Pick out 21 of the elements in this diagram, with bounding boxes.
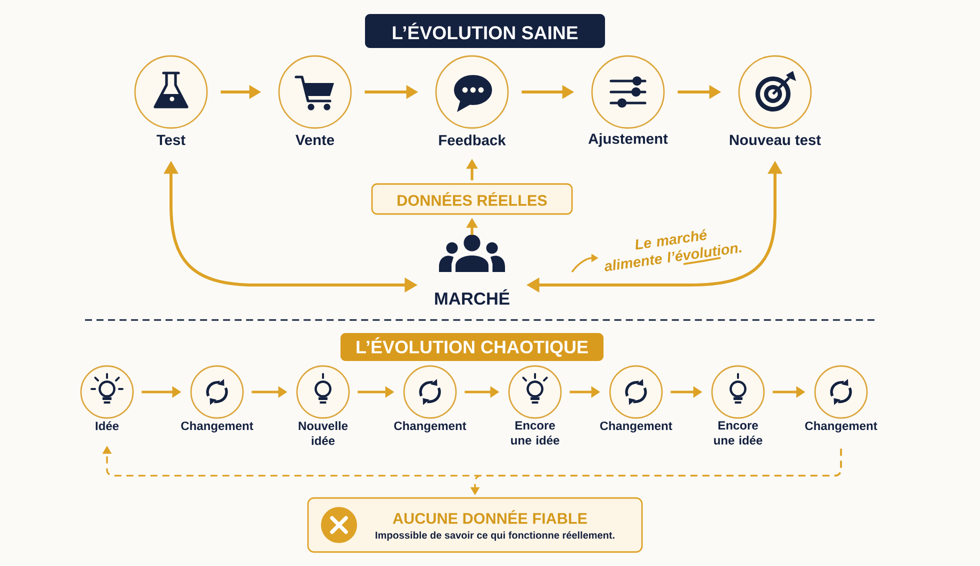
step-label: Changement xyxy=(600,421,672,432)
step-label: Feedback xyxy=(439,134,506,146)
step-label: Nouveau test xyxy=(730,134,821,146)
step-label: Encore une idée xyxy=(511,421,560,445)
step-label: Nouvelle idée xyxy=(298,421,348,446)
step-label: Encore une idée xyxy=(714,421,762,445)
data-box: DONNÉES RÉELLES xyxy=(371,183,573,215)
step-label: Ajustement xyxy=(588,133,668,147)
box-text: Impossible de savoir ce qui fonctionne réellement. xyxy=(376,531,614,541)
handwritten-note: Le marché alimente l’évolution. xyxy=(604,229,742,272)
box-heading: AUCUNE DONNÉE FIABLE xyxy=(392,510,587,524)
step-label: Vente xyxy=(296,134,334,146)
step-label: Changement xyxy=(181,421,254,432)
heading-band: L’ÉVOLUTION CHAOTIQUE xyxy=(340,333,604,361)
step-label: Idée xyxy=(96,421,119,430)
step-label: Changement xyxy=(394,421,466,432)
heading-band: L’ÉVOLUTION SAINE xyxy=(365,14,605,48)
warning-box xyxy=(307,497,643,553)
step-label: Test xyxy=(156,134,186,146)
step-label: Changement xyxy=(805,421,878,432)
node-label: MARCHÉ xyxy=(435,289,510,305)
